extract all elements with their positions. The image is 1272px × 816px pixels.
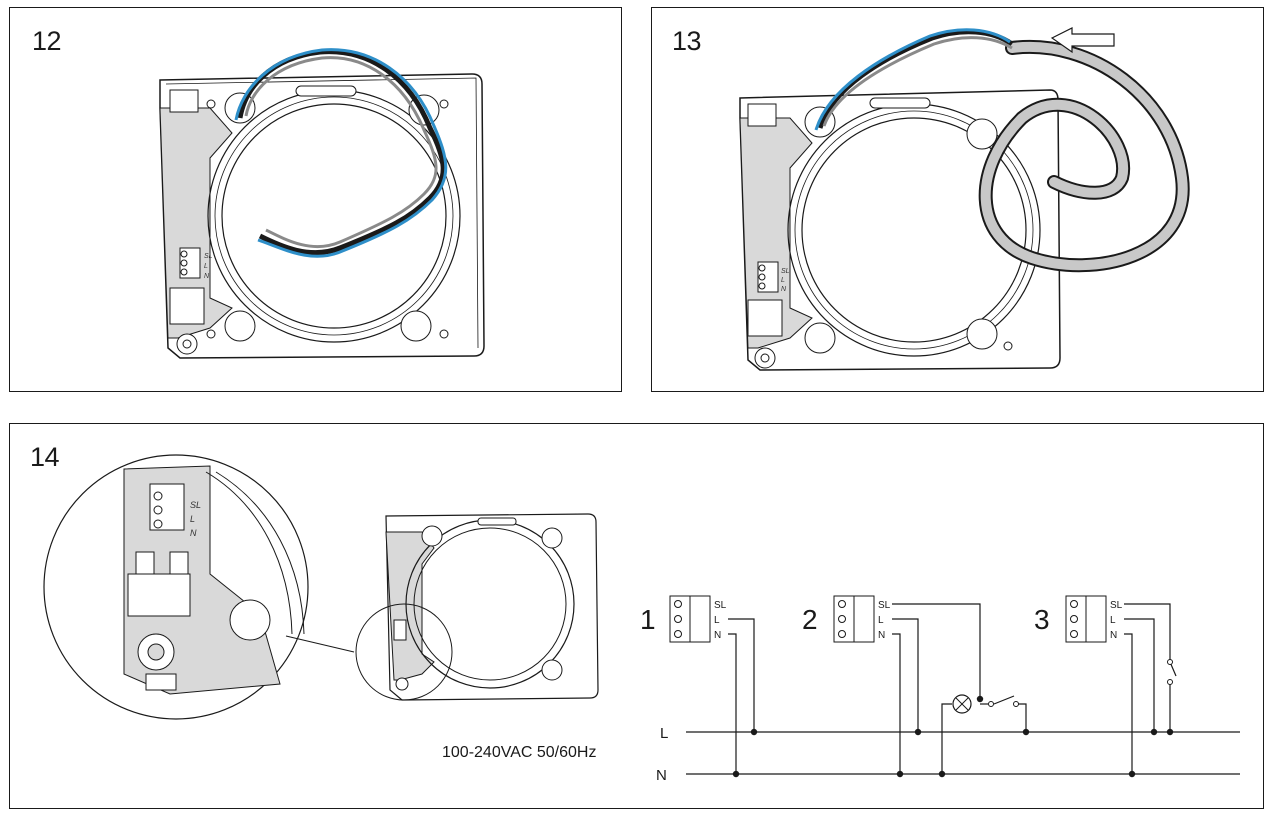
terminal-label-l: L: [878, 615, 884, 626]
switch-contact: [1013, 701, 1019, 707]
step-12-panel: 12 SL L N: [9, 7, 622, 392]
lamp-symbol: [952, 694, 972, 714]
fan-housing-small: [355, 513, 599, 701]
terminal-label-sl: SL: [190, 500, 201, 510]
terminal-label-n: N: [878, 630, 885, 641]
terminal-label-n: N: [714, 630, 721, 641]
terminal-detail-zoom: SL L N: [43, 454, 309, 720]
wiring-connections: [728, 603, 1177, 774]
terminal-label-n: N: [781, 286, 787, 293]
terminal-label-sl: SL: [878, 600, 891, 611]
step-14-panel: 14 SL L N: [9, 423, 1264, 809]
terminal-label-l: L: [781, 277, 785, 284]
circuit-number-1: 1: [640, 604, 656, 635]
terminal-label-sl: SL: [1110, 600, 1123, 611]
switch-contact: [1167, 679, 1173, 685]
step-13-panel: 13 SL L N: [651, 7, 1264, 392]
terminal-label-l: L: [1110, 615, 1116, 626]
fan-housing-illustration: SL L N: [739, 27, 1190, 371]
terminal-label-n: N: [204, 273, 210, 280]
supply-voltage-label: 100-240VAC 50/60Hz: [442, 744, 597, 761]
terminal-label-n: N: [190, 528, 197, 538]
terminal-label-sl: SL: [714, 600, 727, 611]
bus-label-live: L: [660, 725, 668, 742]
terminal-label-n: N: [1110, 630, 1117, 641]
step-number: 13: [672, 26, 702, 56]
junction-dots: [732, 695, 1174, 778]
terminal-label-l: L: [204, 263, 208, 270]
switch-contact: [988, 701, 994, 707]
terminal-block-2: SL L N: [833, 595, 891, 643]
fan-housing-illustration: SL L N: [159, 48, 485, 359]
wiring-illustration: SL L N 1 2 3: [43, 454, 1240, 784]
bus-label-neutral: N: [656, 767, 667, 784]
terminal-label-l: L: [190, 514, 195, 524]
circuit-number-2: 2: [802, 604, 818, 635]
terminal-label-l: L: [714, 615, 720, 626]
terminal-block-1: SL L N: [669, 595, 727, 643]
step-number: 14: [30, 442, 60, 472]
step-number: 12: [32, 26, 62, 56]
switch-contact: [1167, 659, 1173, 665]
terminal-label-sl: SL: [204, 253, 213, 260]
circuit-number-3: 3: [1034, 604, 1050, 635]
terminal-label-sl: SL: [781, 268, 790, 275]
terminal-block-3: SL L N: [1065, 595, 1123, 643]
